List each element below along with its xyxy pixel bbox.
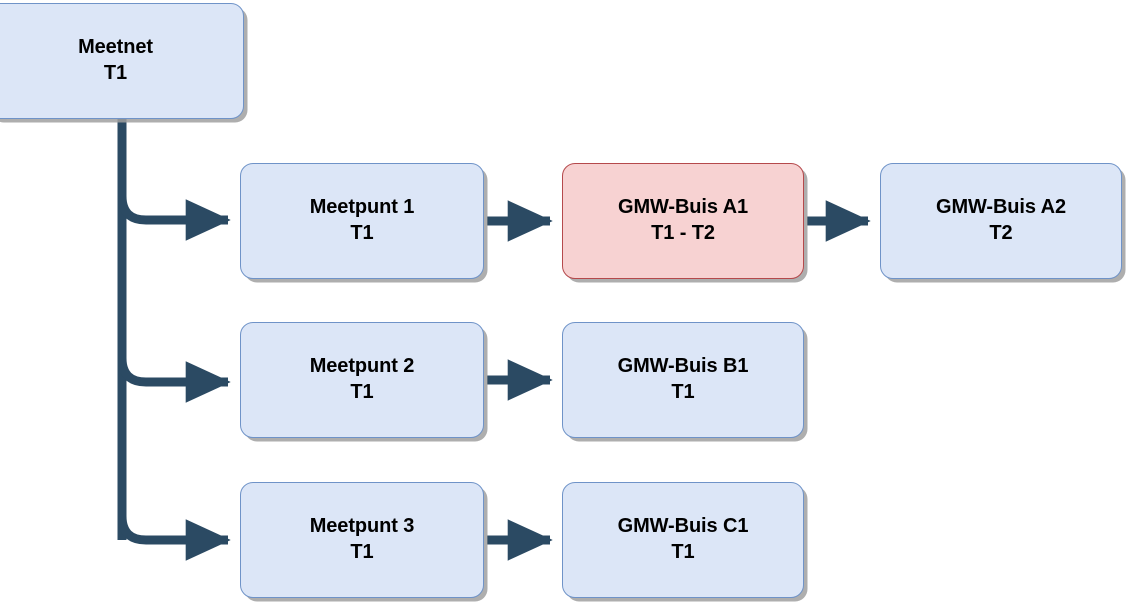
node-meetnet-label: Meetnet	[78, 36, 153, 59]
connector-meetnet-to-meetpunt-1	[117, 195, 231, 241]
node-gmw-buis-b1[interactable]: GMW-Buis B1 T1	[562, 322, 804, 438]
node-gmw-buis-a2-label: GMW-Buis A2	[936, 196, 1066, 219]
connector-meetnet-to-meetpunt-2	[117, 357, 231, 403]
node-gmw-buis-b1-label: GMW-Buis B1	[617, 355, 749, 378]
node-meetpunt-1-label: Meetpunt 1	[309, 196, 415, 219]
node-meetpunt-3[interactable]: Meetpunt 3 T1	[240, 482, 484, 598]
node-meetpunt-1[interactable]: Meetpunt 1 T1	[240, 163, 484, 279]
node-meetpunt-2[interactable]: Meetpunt 2 T1	[240, 322, 484, 438]
node-gmw-buis-c1-sublabel: T1	[671, 541, 695, 563]
node-gmw-buis-a1-sublabel: T1 - T2	[651, 222, 715, 244]
node-meetpunt-3-label: Meetpunt 3	[309, 515, 415, 538]
node-gmw-buis-a1[interactable]: GMW-Buis A1 T1 - T2	[562, 163, 804, 279]
connector-meetnet-to-meetpunt-3	[117, 515, 231, 561]
node-meetpunt-2-sublabel: T1	[350, 381, 374, 403]
node-meetpunt-3-sublabel: T1	[350, 541, 374, 563]
node-gmw-buis-a2[interactable]: GMW-Buis A2 T2	[880, 163, 1122, 279]
node-gmw-buis-a2-sublabel: T2	[989, 222, 1013, 244]
node-gmw-buis-b1-sublabel: T1	[671, 381, 695, 403]
node-gmw-buis-a1-label: GMW-Buis A1	[618, 196, 748, 219]
node-meetnet[interactable]: Meetnet T1	[0, 3, 244, 119]
node-meetpunt-2-label: Meetpunt 2	[309, 355, 415, 378]
node-gmw-buis-c1-label: GMW-Buis C1	[617, 515, 749, 538]
node-gmw-buis-c1[interactable]: GMW-Buis C1 T1	[562, 482, 804, 598]
node-meetnet-sublabel: T1	[103, 62, 128, 84]
node-meetpunt-1-sublabel: T1	[350, 222, 374, 244]
